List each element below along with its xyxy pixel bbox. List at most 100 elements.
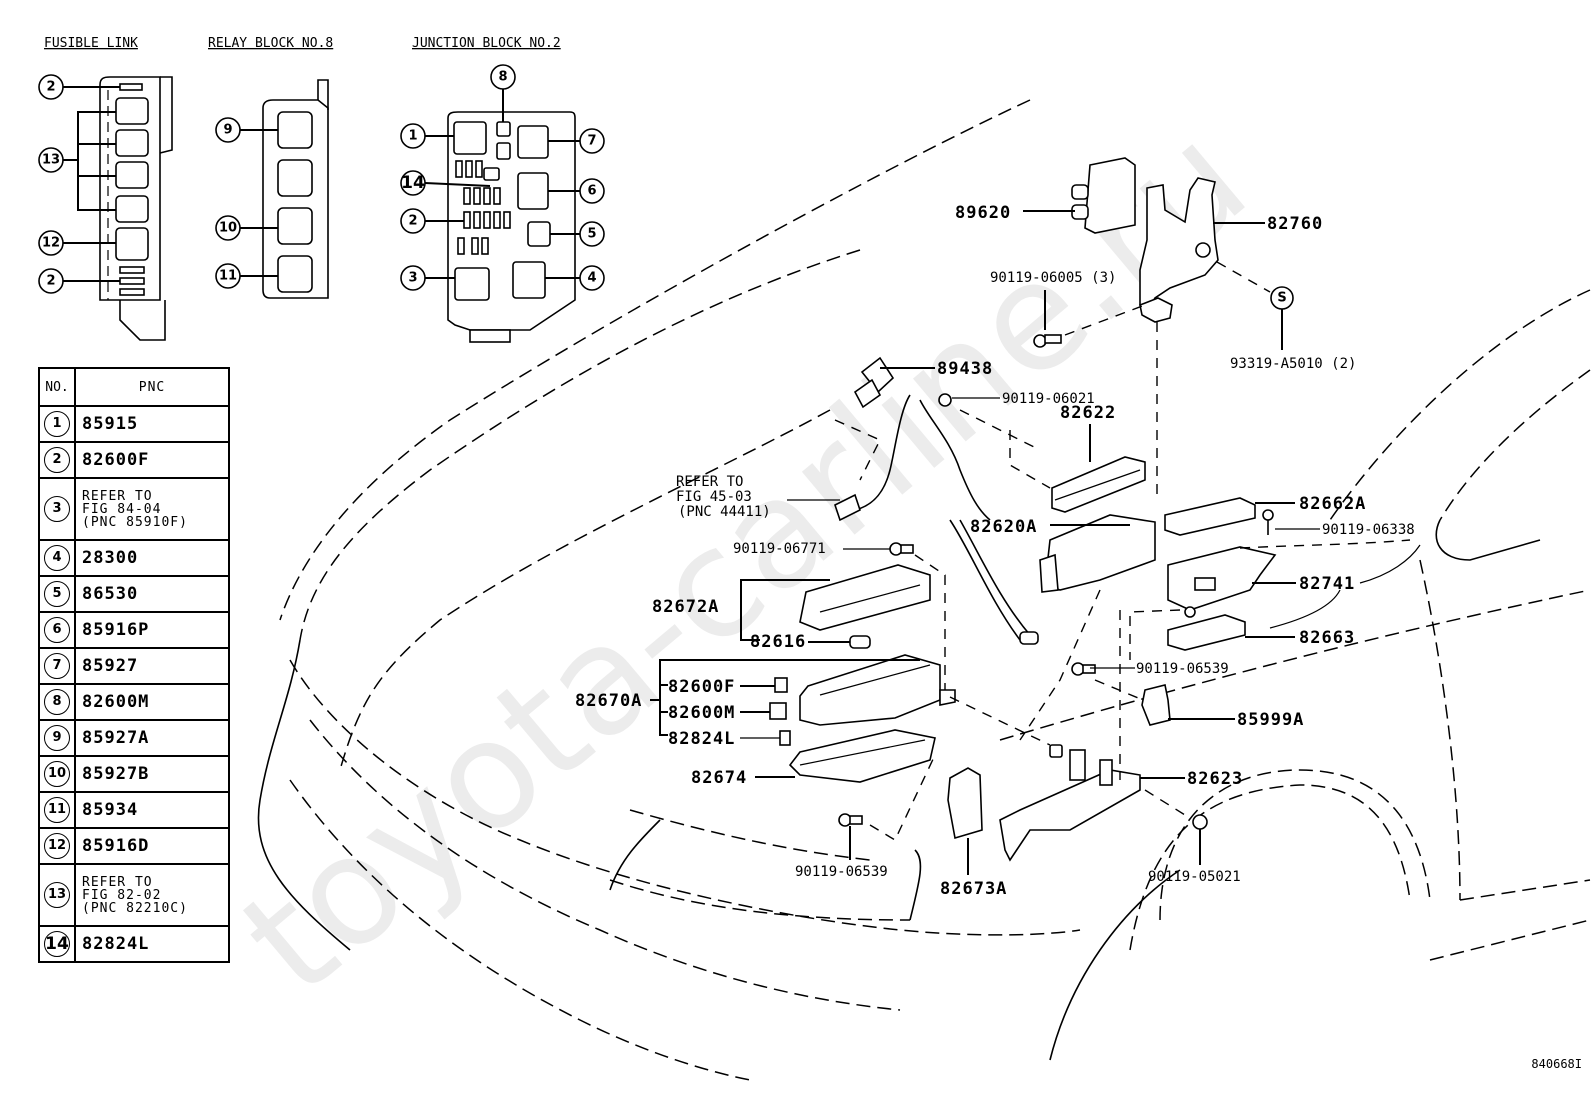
pnc-cell: 85916P: [74, 611, 230, 649]
label-82616: 82616: [750, 632, 806, 652]
svg-text:12: 12: [42, 236, 60, 251]
row-number-badge: 11: [44, 797, 70, 823]
label-89620: 89620: [955, 203, 1011, 223]
label-82600M: 82600M: [668, 703, 735, 723]
svg-text:14: 14: [401, 173, 425, 193]
svg-text:9: 9: [223, 123, 232, 138]
pnc-cell: 85927B: [74, 755, 230, 793]
leader-82670A-bracket: [650, 659, 920, 736]
s-mark-text: S: [1277, 291, 1286, 306]
relay-block-drawing: [240, 79, 329, 299]
pnc-cell: 86530: [74, 575, 230, 613]
bolt-90119-06771: [889, 542, 914, 556]
assembly-dash-lines: [1009, 430, 1411, 780]
label-82600F: 82600F: [668, 677, 735, 697]
leader-82672A-bracket: [740, 579, 830, 641]
label-85999A: 85999A: [1237, 710, 1304, 730]
svg-text:3: 3: [408, 271, 417, 286]
pnc-cell: 28300: [74, 539, 230, 577]
svg-text:6: 6: [587, 184, 596, 199]
pnc-cell: REFER TO FIG 82-02 (PNC 82210C): [74, 863, 230, 927]
label-82662A: 82662A: [1299, 494, 1366, 514]
part-82662A-cover: [1164, 497, 1256, 536]
dash-06021: [959, 409, 1041, 451]
clip-90119-05021: [1192, 814, 1208, 830]
svg-text:4: 4: [587, 271, 596, 286]
dash-06539-b: [869, 754, 936, 841]
dash-82623-clip: [1144, 789, 1186, 816]
fuse-82600F: [774, 677, 788, 693]
bolt-90119-06021: [938, 393, 952, 407]
part-82760-bracket: [1139, 177, 1219, 323]
figure-code: 840668I: [1531, 1057, 1582, 1071]
svg-text:13: 13: [42, 153, 60, 168]
label-90119-06021: 90119-06021: [1002, 391, 1095, 407]
dash-82760-s: [1216, 261, 1271, 293]
dash-box-clip: [949, 696, 1051, 746]
bolt-90119-06539-a: [1071, 662, 1096, 676]
label-82670A: 82670A: [575, 691, 642, 711]
label-90119-06771: 90119-06771: [733, 541, 826, 557]
fusible-link-drawing: [62, 76, 173, 341]
header-junction-block: JUNCTION BLOCK NO.2: [412, 36, 561, 51]
row-number-badge: 13: [44, 882, 70, 908]
fuse-82600M: [769, 702, 787, 720]
svg-text:2: 2: [408, 214, 417, 229]
label-90119-06539-b: 90119-06539: [795, 864, 888, 880]
part-89620-relay: [1071, 157, 1136, 234]
part-82622-cover: [1051, 456, 1146, 513]
leader-82663-curve: [1269, 589, 1341, 629]
bolt-90119-06338: [1262, 509, 1274, 535]
table-header-row: NO. PNC: [38, 367, 230, 407]
part-82663-cover: [1167, 614, 1246, 651]
label-82674: 82674: [691, 768, 747, 788]
label-89438: 89438: [937, 359, 993, 379]
label-90119-06539-a: 90119-06539: [1136, 661, 1229, 677]
refer-45-03-line2: FIG 45-03: [676, 489, 752, 505]
row-number-badge: 12: [44, 833, 70, 859]
pnc-cell: 85927: [74, 647, 230, 685]
part-82623-bracket: [999, 749, 1141, 862]
bolt-90119-06539-b: [838, 813, 863, 827]
label-82622: 82622: [1060, 403, 1116, 423]
svg-text:2: 2: [46, 274, 55, 289]
dash-sensor: [834, 419, 881, 481]
part-82673A-bracket: [947, 767, 983, 840]
row-number-badge: 5: [44, 581, 70, 607]
bolt-90119-06005: [1033, 334, 1062, 348]
part-82616: [849, 635, 871, 649]
svg-text:7: 7: [587, 134, 596, 149]
row-number-badge: 3: [44, 496, 70, 522]
label-90119-05021: 90119-05021: [1148, 869, 1241, 885]
dash-06771: [914, 554, 946, 690]
clip: [1049, 744, 1063, 758]
junction-block-drawing: [424, 88, 580, 343]
refer-45-03-line1: REFER TO: [676, 474, 743, 490]
part-89438-sensor: [834, 356, 1039, 645]
label-82663: 82663: [1299, 628, 1355, 648]
label-90119-06005: 90119-06005 (3): [990, 270, 1116, 286]
header-relay-block: RELAY BLOCK NO.8: [208, 36, 333, 51]
label-82623: 82623: [1187, 769, 1243, 789]
pnc-cell: 85927A: [74, 719, 230, 757]
pnc-cell: 85916D: [74, 827, 230, 865]
row-number-badge: 6: [44, 617, 70, 643]
svg-text:10: 10: [219, 221, 237, 236]
dash-bolt-bracket: [1064, 304, 1146, 336]
pnc-cell: 82600F: [74, 441, 230, 479]
label-82672A: 82672A: [652, 597, 719, 617]
label-82824L: 82824L: [668, 729, 735, 749]
leader-82741-curve: [1359, 544, 1421, 584]
refer-45-03-line3: (PNC 44411): [678, 504, 771, 520]
row-number-badge: 7: [44, 653, 70, 679]
label-82760: 82760: [1267, 214, 1323, 234]
junction-block-callouts: 8 1 7 14 6 2 5 3 4: [400, 64, 605, 291]
